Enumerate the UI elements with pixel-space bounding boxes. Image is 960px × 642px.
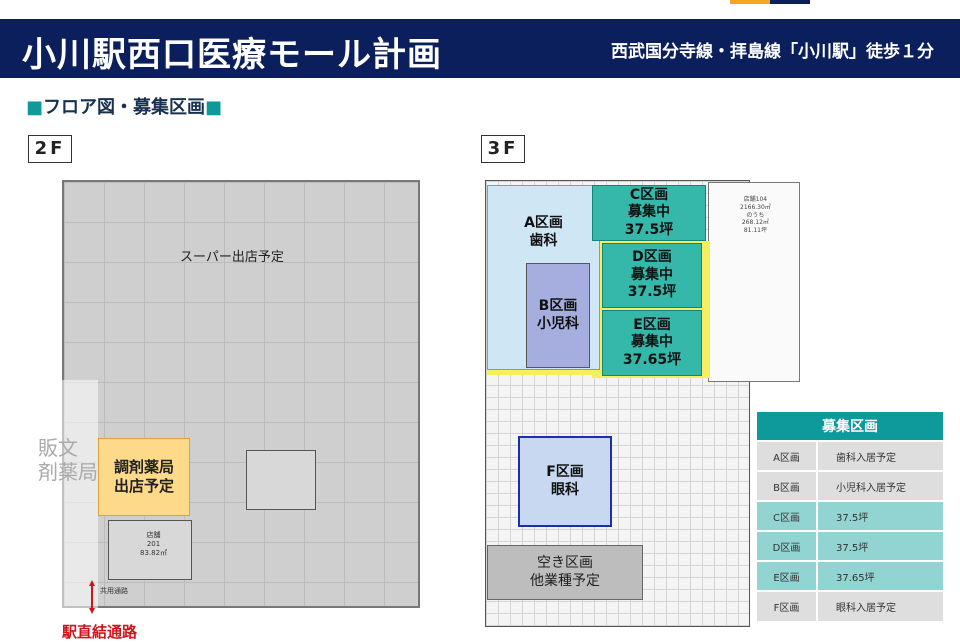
double-arrow-icon xyxy=(89,580,95,614)
zone-f[interactable]: F区画眼科 xyxy=(518,436,612,527)
section-heading: ■フロア図・募集区画■ xyxy=(26,93,222,119)
store-104-area xyxy=(708,182,800,382)
section-title: フロア図・募集区画 xyxy=(43,97,206,118)
bg-sign: 販文 xyxy=(38,436,78,460)
pharmacy-label: 調剤薬局 出店予定 xyxy=(113,457,174,496)
top-accent-orange xyxy=(730,0,770,4)
zone-b[interactable]: B区画小児科 xyxy=(526,263,590,368)
square-icon: ■ xyxy=(26,97,44,118)
table-row: A区画歯科入居予定 xyxy=(757,440,943,471)
supermarket-label: スーパー出店予定 xyxy=(180,250,284,265)
store-104-text: 268.12㎡ xyxy=(741,219,769,227)
bg-sign: 剤薬局 xyxy=(38,460,98,484)
access-info: 西武国分寺線・拝島線「小川駅」徒歩１分 xyxy=(611,42,934,62)
store-text: 店舗 xyxy=(146,531,161,539)
table-row: F区画眼科入居予定 xyxy=(757,590,943,621)
store-104-text: 81.11坪 xyxy=(743,227,767,235)
top-accent-navy xyxy=(770,0,810,4)
station-passage-label: 駅直結通路 xyxy=(62,623,138,641)
square-icon: ■ xyxy=(205,97,223,118)
plan-shade xyxy=(62,380,98,610)
store-201-label: 店舗 201 83.82㎡ xyxy=(140,530,167,558)
pharmacy-zone: 調剤薬局 出店予定 xyxy=(98,438,190,516)
store-104-label: 店舗104 2166.30㎡ のうち 268.12㎡ 81.11坪 xyxy=(740,196,771,235)
parking-room xyxy=(246,450,316,510)
floor-2f-label: 2F xyxy=(28,135,72,163)
table-row: B区画小児科入居予定 xyxy=(757,470,943,501)
floor-3f-label: 3F xyxy=(481,135,525,163)
store-104-text: 2166.30㎡ xyxy=(740,203,771,211)
store-area: 83.82㎡ xyxy=(140,549,168,557)
store-number: 201 xyxy=(146,540,161,548)
header-bar: 小川駅西口医療モール計画 西武国分寺線・拝島線「小川駅」徒歩１分 xyxy=(0,19,960,78)
store-201 xyxy=(108,520,192,580)
store-104-text: のうち xyxy=(746,211,765,219)
corridor-label: 共用通路 xyxy=(100,587,128,595)
store-104-text: 店舗104 xyxy=(743,196,768,203)
table-header: 募集区画 xyxy=(757,412,943,441)
page-title: 小川駅西口医療モール計画 xyxy=(22,35,442,75)
zone-vacant[interactable]: 空き区画他業種予定 xyxy=(487,545,643,600)
